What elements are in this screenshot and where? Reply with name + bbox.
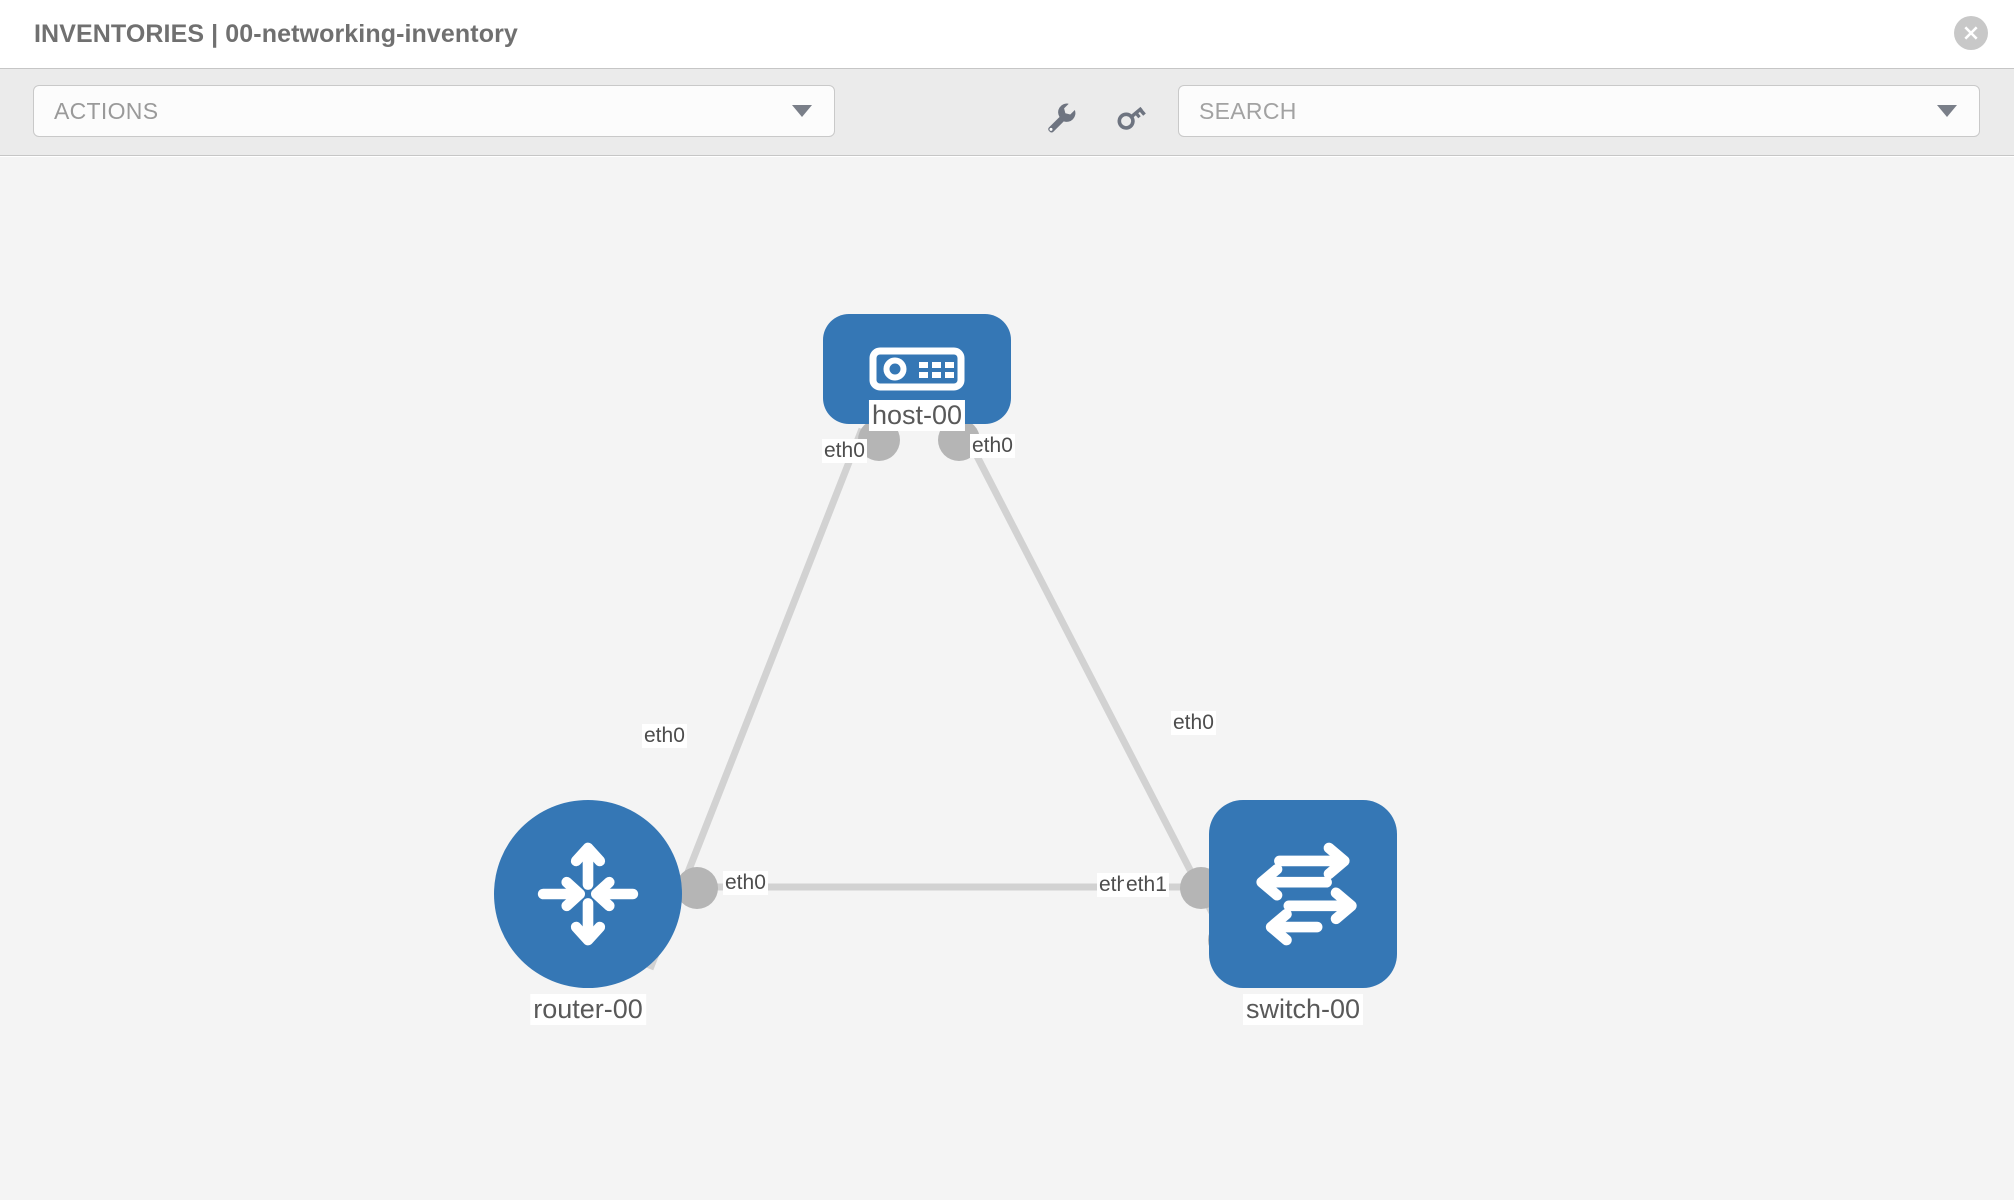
topology-canvas[interactable]: host-00 xyxy=(0,157,2014,1200)
node-label-switch-00: switch-00 xyxy=(1242,994,1364,1025)
page-title: INVENTORIES | 00-networking-inventory xyxy=(34,19,518,48)
node-label-host-00: host-00 xyxy=(868,400,966,431)
wrench-icon[interactable] xyxy=(1038,97,1084,137)
close-icon[interactable] xyxy=(1954,16,1988,50)
iface-label-router00-eth0-right: eth0 xyxy=(723,871,768,895)
iface-label-switch00-eth0-up: eth0 xyxy=(1171,711,1216,735)
server-icon xyxy=(869,347,965,391)
router-arrows-icon xyxy=(537,842,639,946)
chevron-down-icon[interactable] xyxy=(1937,105,1957,117)
toolbar: ACTIONS SEARCH xyxy=(0,68,2014,156)
page-header: INVENTORIES | 00-networking-inventory xyxy=(0,0,2014,68)
actions-dropdown-label: ACTIONS xyxy=(54,97,159,124)
search-placeholder: SEARCH xyxy=(1199,97,1297,124)
node-switch-00[interactable]: switch-00 xyxy=(1209,800,1397,1025)
node-host-00[interactable]: host-00 xyxy=(823,314,1011,431)
router-node-shape xyxy=(494,800,682,988)
iface-label-switch00-eth1-left: eth1 xyxy=(1124,873,1169,897)
switch-node-shape xyxy=(1209,800,1397,988)
endpoint-router00-right[interactable] xyxy=(676,867,718,909)
node-router-00[interactable]: router-00 xyxy=(494,800,682,1025)
iface-label-host00-eth0-right: eth0 xyxy=(970,434,1015,458)
node-label-router-00: router-00 xyxy=(530,994,646,1025)
key-icon[interactable] xyxy=(1108,97,1154,137)
search-input[interactable]: SEARCH xyxy=(1178,85,1980,137)
switch-arrows-icon xyxy=(1256,842,1357,946)
chevron-down-icon xyxy=(792,105,812,117)
actions-dropdown[interactable]: ACTIONS xyxy=(33,85,835,137)
iface-label-router00-eth0-up: eth0 xyxy=(642,724,687,748)
iface-label-host00-eth0-left: eth0 xyxy=(822,439,867,463)
